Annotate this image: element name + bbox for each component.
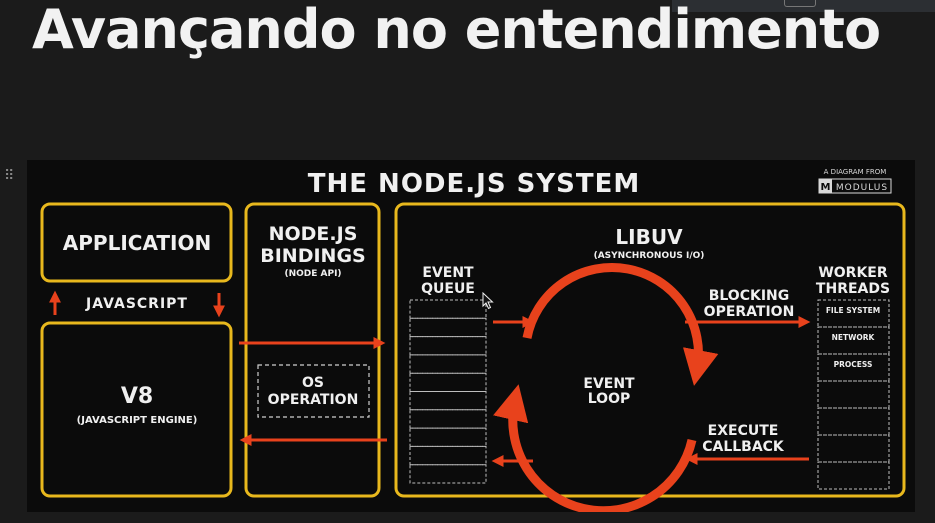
worker-thread-slot	[817, 299, 890, 328]
worker-item-network: NETWORK	[832, 333, 876, 342]
top-bar-button[interactable]	[784, 0, 816, 7]
os-operation-box	[257, 364, 370, 418]
event-queue-line2: QUEUE	[421, 281, 475, 297]
drag-handle-icon[interactable]: ⠿	[4, 167, 17, 183]
os-operation-line2: OPERATION	[268, 392, 359, 408]
bindings-sublabel: (NODE API)	[284, 269, 341, 279]
v8-sublabel: (JAVASCRIPT ENGINE)	[77, 415, 198, 426]
javascript-label: JAVASCRIPT	[85, 296, 188, 312]
worker-threads-line2: THREADS	[816, 281, 890, 297]
event-queue-line1: EVENT	[422, 265, 474, 281]
worker-thread-slot	[817, 434, 890, 463]
slide-title: Avançando no entendimento	[32, 0, 881, 61]
worker-thread-slot	[817, 407, 890, 436]
application-label: APPLICATION	[63, 231, 211, 255]
event-loop-circle	[493, 263, 719, 516]
event-queue-slot	[409, 409, 487, 429]
event-queue-stack	[409, 299, 487, 484]
os-operation-line1: OS	[302, 375, 324, 391]
worker-thread-slot	[817, 326, 890, 355]
event-queue-slot	[409, 427, 487, 447]
execute-callback-line1: EXECUTE	[708, 423, 779, 439]
worker-thread-slot	[817, 353, 890, 382]
worker-item-process: PROCESS	[834, 360, 873, 369]
event-queue-slot	[409, 354, 487, 374]
credit-brand: MODULUS	[836, 183, 888, 193]
modulus-logo-mark: M	[821, 182, 831, 193]
blocking-operation-line1: BLOCKING	[709, 288, 790, 304]
blocking-operation-line2: OPERATION	[704, 304, 795, 320]
bindings-box	[244, 202, 381, 498]
node-js-system-diagram: THE NODE.JS SYSTEM A DIAGRAM FROM M MODU…	[27, 160, 915, 516]
v8-label: V8	[121, 384, 153, 409]
bindings-label-line2: BINDINGS	[260, 245, 365, 267]
bindings-label-line1: NODE.JS	[269, 223, 358, 245]
worker-item-file-system: FILE SYSTEM	[826, 306, 880, 315]
libuv-sublabel: (ASYNCHRONOUS I/O)	[594, 251, 705, 261]
event-loop-line1: EVENT	[583, 376, 635, 392]
v8-box	[40, 321, 233, 498]
event-queue-slot	[409, 445, 487, 466]
diagram-title: THE NODE.JS SYSTEM	[308, 169, 641, 199]
event-queue-slot	[409, 464, 487, 484]
event-queue-slot	[409, 391, 487, 411]
credit-line: A DIAGRAM FROM	[824, 168, 887, 176]
execute-callback-line2: CALLBACK	[702, 439, 785, 455]
event-queue-slot	[409, 372, 487, 392]
worker-thread-slot	[817, 380, 890, 409]
application-box	[40, 202, 233, 283]
worker-thread-slot	[817, 461, 890, 490]
worker-threads-line1: WORKER	[818, 265, 888, 281]
event-loop-line2: LOOP	[588, 391, 631, 407]
libuv-label: LIBUV	[615, 225, 683, 249]
event-queue-slot	[409, 317, 487, 338]
event-queue-slot	[409, 299, 487, 319]
mouse-cursor-icon	[482, 292, 494, 310]
event-queue-slot	[409, 336, 487, 356]
worker-threads-stack	[817, 299, 890, 490]
window-top-bar	[672, 0, 935, 12]
